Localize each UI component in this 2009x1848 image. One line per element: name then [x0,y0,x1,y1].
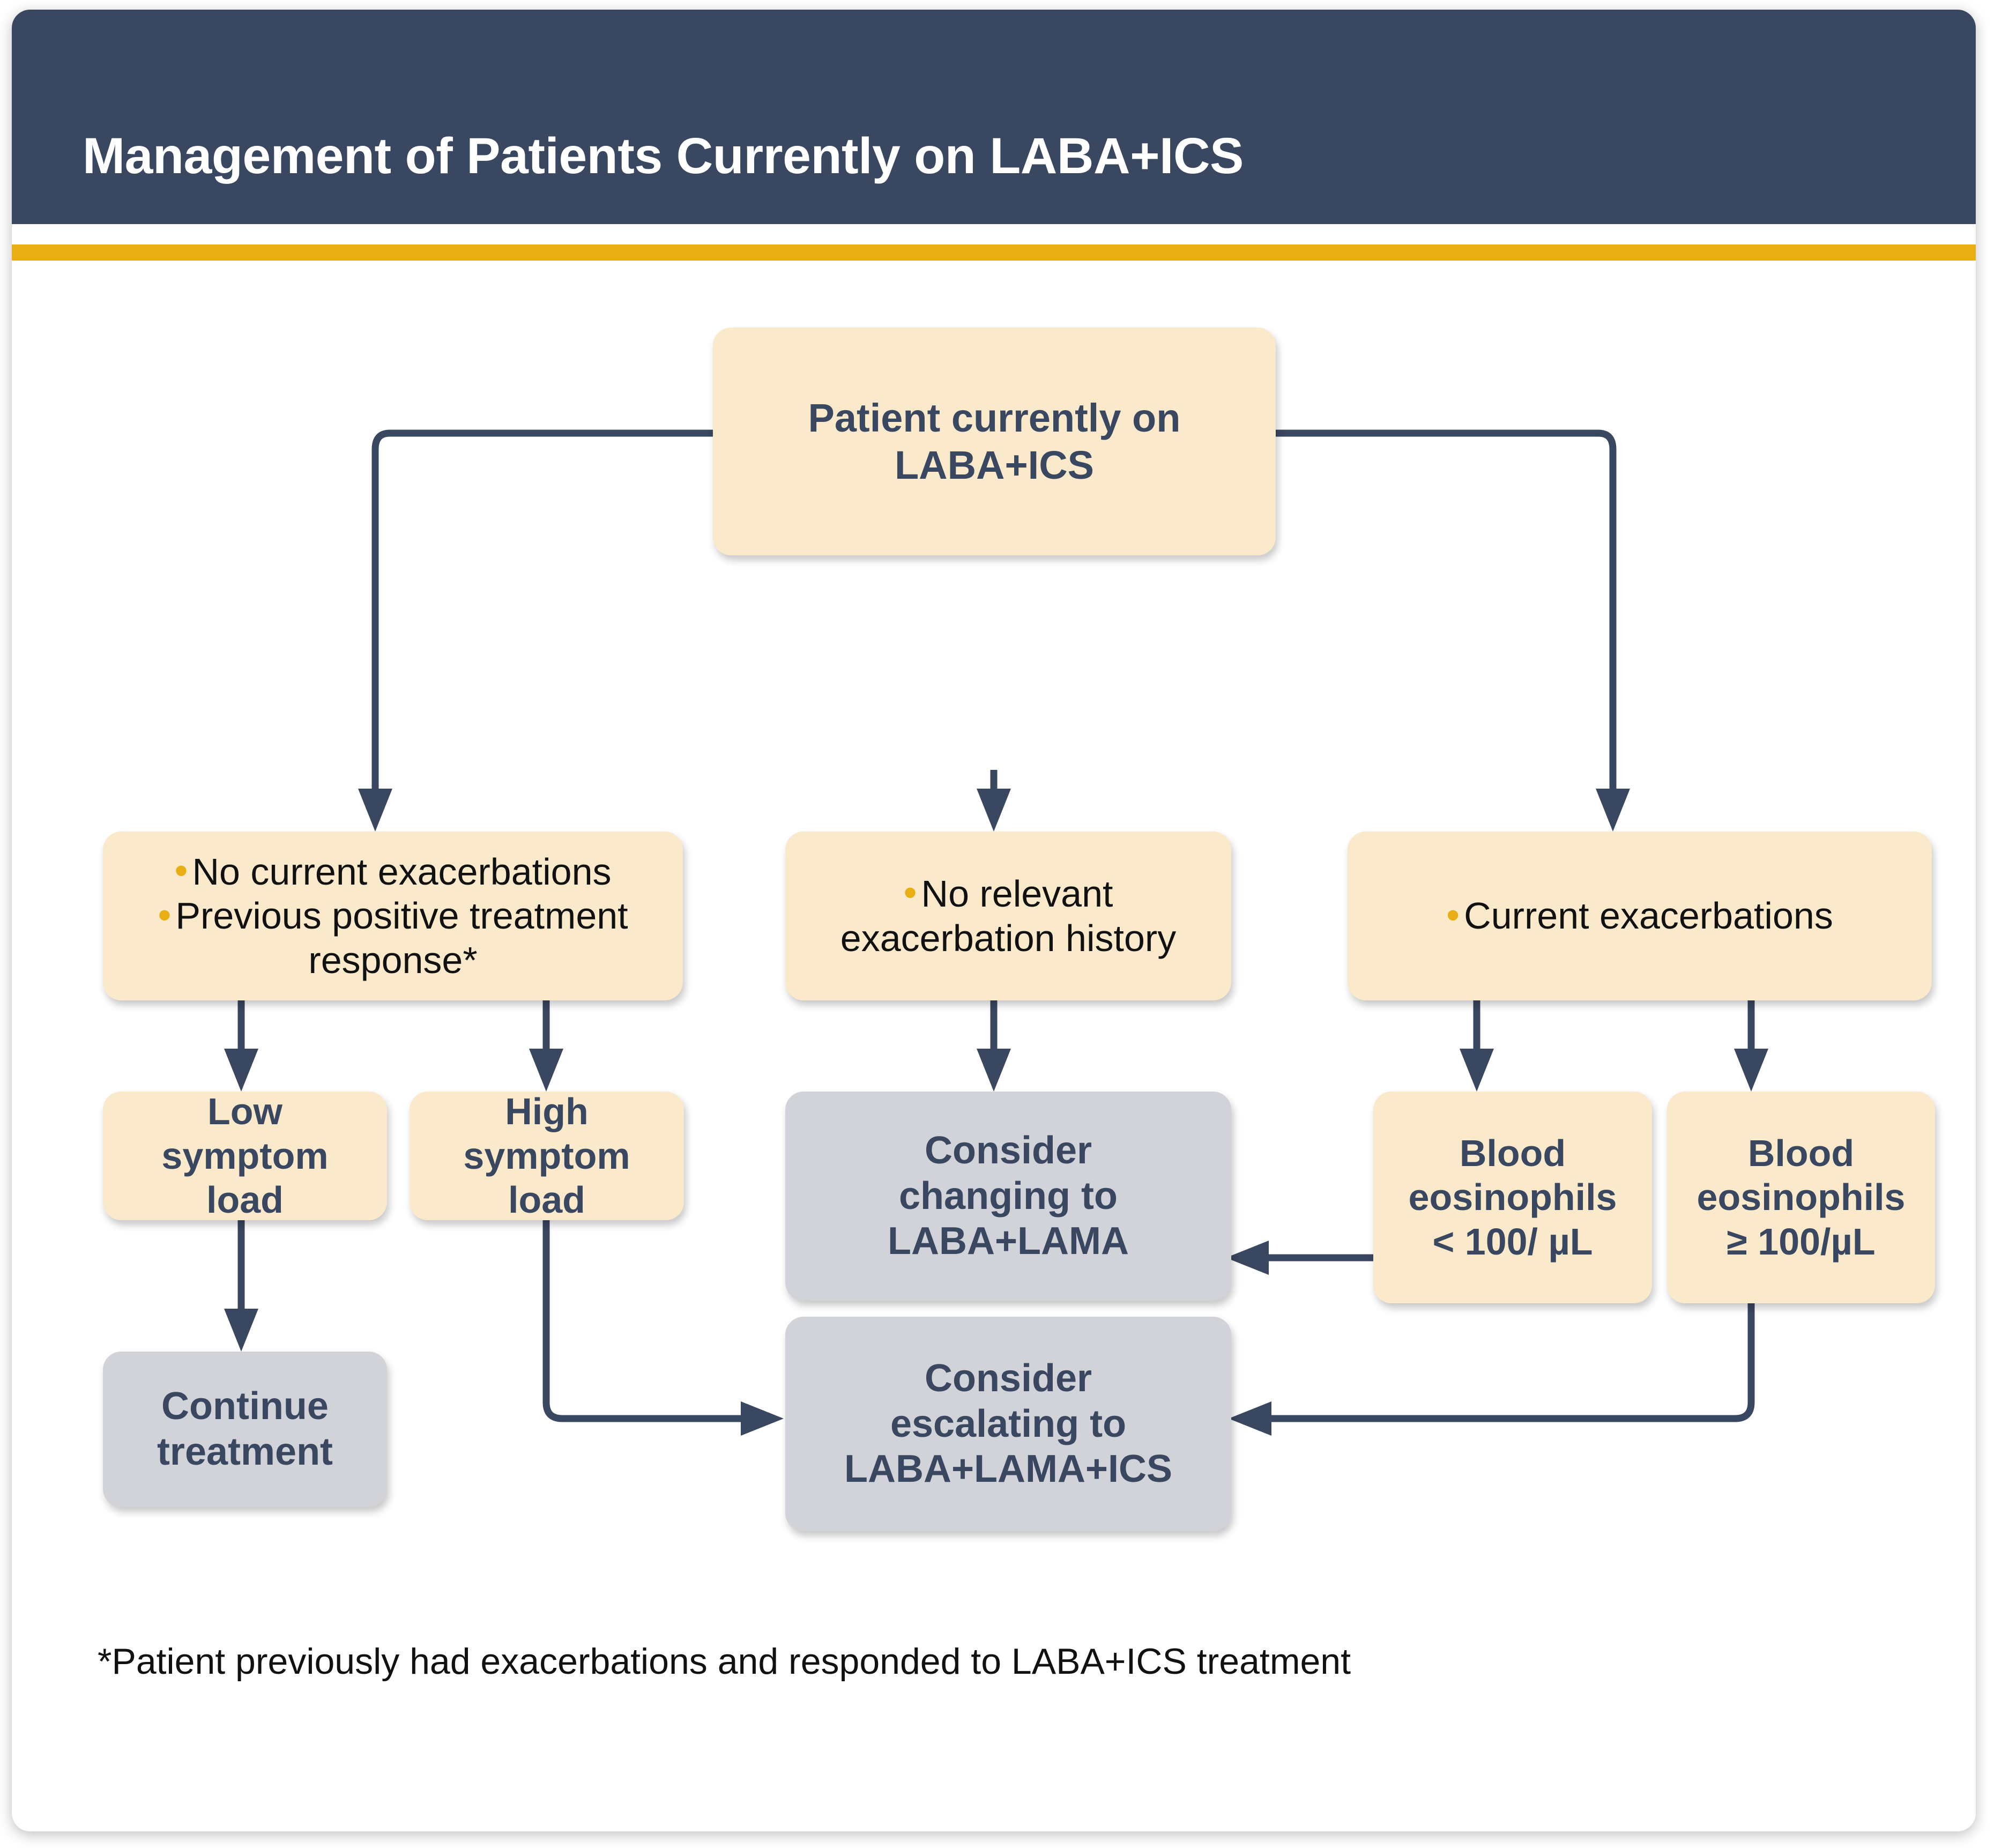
node-no-current-exacerbations[interactable]: •No current exacerbations •Previous posi… [103,832,683,1000]
criteria-bullet-line: •No current exacerbations [118,850,668,894]
criteria-bullet-line: •Current exacerbations [1363,894,1917,938]
arrowhead-eos-low [1460,1049,1494,1092]
node-escalating-line2: escalating to [890,1402,1127,1445]
node-low-symptom-load[interactable]: Low symptom load [103,1090,387,1221]
node-continue-line2: treatment [157,1430,333,1473]
arrowhead-escalating-from-right [1229,1401,1271,1436]
node-low-symptom-line1: Low [207,1090,282,1133]
node-escalating-line1: Consider [924,1356,1092,1400]
node-root-line2: LABA+ICS [894,442,1095,487]
arrowhead-changing-from-right [1226,1241,1269,1275]
node-low-symptom-line3: load [206,1179,284,1221]
node-high-symptom-line3: load [508,1179,585,1221]
node-high-symptom-line2: symptom [463,1134,630,1177]
bullet-dot-icon: • [1446,893,1460,937]
node-high-symptom-line1: High [505,1090,589,1133]
page-title: Management of Patients Currently on LABA… [83,128,1244,184]
node-right-bullet-1: Current exacerbations [1464,895,1833,937]
node-consider-escalating-to-laba-lama-ics[interactable]: Consider escalating to LABA+LAMA+ICS [785,1317,1231,1531]
connector-root-to-left [371,429,713,791]
node-changing-line3: LABA+LAMA [888,1220,1129,1263]
arrowhead-left-branch [358,789,392,832]
bullet-dot-icon: • [158,893,172,937]
criteria-bullet-line: •Previous positive treatment response* [118,894,668,982]
bullet-dot-icon: • [174,849,188,893]
arrowhead-low-symptom [224,1049,258,1092]
node-continue-treatment[interactable]: Continue treatment [103,1352,387,1507]
node-continue-line1: Continue [161,1385,329,1428]
footnote-text: *Patient previously had exacerbations an… [98,1641,1351,1682]
arrowhead-high-symptom [529,1049,563,1092]
connector-root-to-right [1276,429,1617,791]
arrowhead-escalating-from-left [741,1401,784,1436]
node-changing-line2: changing to [899,1174,1118,1218]
node-left-bullet-1: No current exacerbations [192,850,612,893]
node-eos-high-line3: ≥ 100/µL [1727,1220,1876,1263]
arrowhead-eos-high [1734,1049,1768,1092]
node-eos-low-line3: < 100/ µL [1432,1220,1593,1263]
node-root-line1: Patient currently on [808,396,1181,441]
arrowhead-right-branch [1596,789,1630,832]
node-blood-eosinophils-below-100[interactable]: Blood eosinophils < 100/ µL [1373,1092,1652,1303]
arrowhead-consider-changing [977,1049,1011,1092]
node-changing-line1: Consider [924,1129,1092,1172]
node-low-symptom-line2: symptom [161,1134,329,1177]
node-eos-high-line1: Blood [1747,1132,1855,1174]
node-high-symptom-load[interactable]: High symptom load [410,1090,684,1221]
header-bar: Management of Patients Currently on LABA… [12,10,1976,224]
connector-high-to-escalating [542,1220,743,1422]
node-current-exacerbations[interactable]: •Current exacerbations [1348,832,1932,1000]
node-blood-eosinophils-at-least-100[interactable]: Blood eosinophils ≥ 100/µL [1667,1092,1935,1303]
node-eos-low-line2: eosinophils [1408,1176,1617,1219]
flowchart-canvas: Patient currently on LABA+ICS •No curren… [12,261,1976,1831]
node-escalating-line3: LABA+LAMA+ICS [844,1448,1173,1491]
node-consider-changing-to-laba-lama[interactable]: Consider changing to LABA+LAMA [785,1092,1231,1301]
node-eos-low-line1: Blood [1459,1132,1566,1174]
arrowhead-middle-branch [977,789,1011,832]
node-no-relevant-exacerbation-history[interactable]: •No relevant exacerbation history [785,832,1231,1000]
diagram-card: Management of Patients Currently on LABA… [12,10,1976,1831]
node-left-bullet-2: Previous positive treatment response* [175,895,628,981]
node-eos-high-line2: eosinophils [1697,1176,1906,1219]
bullet-dot-icon: • [903,871,917,915]
criteria-bullet-line: •No relevant exacerbation history [800,872,1216,960]
node-middle-bullet-1: No relevant exacerbation history [840,872,1177,959]
node-patient-on-laba-ics[interactable]: Patient currently on LABA+ICS [713,328,1276,555]
accent-divider [12,244,1976,261]
arrowhead-continue-treatment [224,1309,258,1352]
